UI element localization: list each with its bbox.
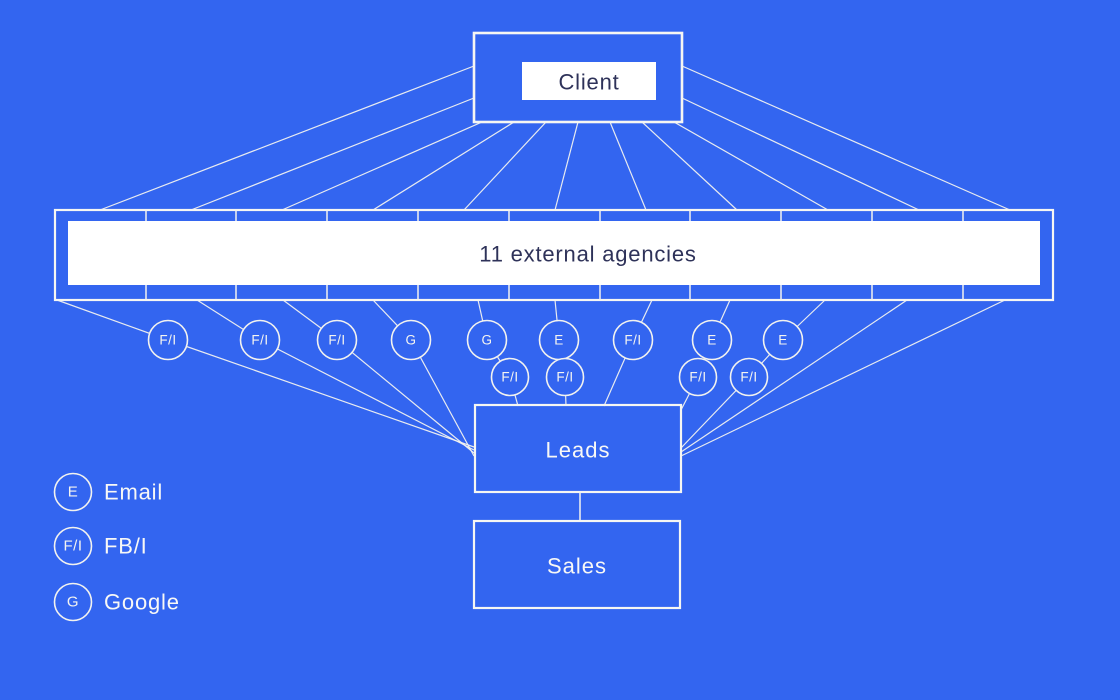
agencies-label: 11 external agencies xyxy=(479,242,696,267)
client-agency-line xyxy=(681,97,920,211)
channel-badge: F/I xyxy=(678,357,718,397)
channel-badge-circle xyxy=(545,357,585,397)
channel-badges: F/I F/I F/I G G E F/I E xyxy=(147,319,804,397)
channel-badge-label: F/I xyxy=(328,333,345,348)
channel-badge-label: F/I xyxy=(501,370,518,385)
legend-label: Email xyxy=(104,480,163,505)
channel-badge-circle xyxy=(678,357,718,397)
agency-leads-line xyxy=(680,299,908,453)
channel-badge-label: E xyxy=(554,333,564,348)
channel-badge-label: E xyxy=(778,333,788,348)
agencies-outer-box xyxy=(53,208,1055,302)
legend-label: FB/I xyxy=(104,534,148,559)
channel-badge: G xyxy=(466,319,508,361)
channel-badge: G xyxy=(390,319,432,361)
legend-item-email: E Email xyxy=(53,472,163,512)
channel-badge: F/I xyxy=(239,319,281,361)
channel-badge-circle xyxy=(390,319,432,361)
channel-badge: F/I xyxy=(612,319,654,361)
channel-badge-circle xyxy=(729,357,769,397)
agency-leads-line xyxy=(372,299,475,457)
legend: E Email F/I FB/I G Google xyxy=(53,472,180,622)
leads-node: Leads xyxy=(473,403,683,494)
channel-badge-circle xyxy=(239,319,281,361)
leads-label: Leads xyxy=(546,438,611,463)
channel-badge-label: F/I xyxy=(251,333,268,348)
channel-badge: F/I xyxy=(316,319,358,361)
channel-badge-label: G xyxy=(481,333,492,348)
channel-badge-label: E xyxy=(707,333,717,348)
google-badge-icon xyxy=(53,582,93,622)
client-agency-line xyxy=(554,121,579,211)
fb-instagram-badge-icon xyxy=(53,526,93,566)
channel-badge-circle xyxy=(691,319,733,361)
sales-node: Sales xyxy=(472,519,682,610)
channel-badge-circle xyxy=(316,319,358,361)
legend-item-google: G Google xyxy=(53,582,180,622)
client-agency-line xyxy=(681,65,1011,211)
agencies-label-band xyxy=(68,221,1040,285)
channel-badge-label: F/I xyxy=(556,370,573,385)
email-badge-icon xyxy=(53,472,93,512)
channel-badge: F/I xyxy=(729,357,769,397)
channel-badge: F/I xyxy=(545,357,585,397)
channel-badge-circle xyxy=(466,319,508,361)
channel-badge-label: G xyxy=(405,333,416,348)
channel-badge: F/I xyxy=(147,319,189,361)
channel-badge: E xyxy=(691,319,733,361)
channel-badge-circle xyxy=(147,319,189,361)
client-box xyxy=(472,31,684,124)
agency-leads-line xyxy=(282,299,475,454)
client-node: Client xyxy=(472,31,684,124)
client-agency-line xyxy=(673,121,829,211)
channel-badge-circle xyxy=(612,319,654,361)
client-agency-line xyxy=(463,121,547,211)
client-label-plate xyxy=(522,62,656,100)
sales-label: Sales xyxy=(547,554,607,579)
legend-label: Google xyxy=(104,590,180,615)
agency-leads-line xyxy=(680,299,1006,457)
agency-leads-line xyxy=(680,299,826,449)
legend-symbol: F/I xyxy=(64,538,83,555)
channel-badge-label: F/I xyxy=(624,333,641,348)
client-agency-line xyxy=(641,121,738,211)
client-agency-line xyxy=(609,121,647,211)
channel-badge: F/I xyxy=(490,357,530,397)
leads-box xyxy=(473,403,683,494)
channel-badge: E xyxy=(538,319,580,361)
client-agency-line xyxy=(190,97,475,211)
client-agency-line xyxy=(281,121,483,211)
legend-symbol: G xyxy=(67,594,79,611)
agency-leads-lines xyxy=(56,299,1006,457)
sales-box xyxy=(472,519,682,610)
client-label: Client xyxy=(558,70,619,95)
channel-badge: E xyxy=(762,319,804,361)
agencies-node: 11 external agencies xyxy=(53,208,1055,302)
channel-badge-circle xyxy=(490,357,530,397)
client-agency-lines xyxy=(99,65,1011,211)
legend-item-fbi: F/I FB/I xyxy=(53,526,148,566)
channel-badge-label: F/I xyxy=(740,370,757,385)
client-agency-line xyxy=(99,65,475,211)
channel-badge-label: F/I xyxy=(159,333,176,348)
channel-badge-label: F/I xyxy=(689,370,706,385)
channel-badge-circle xyxy=(762,319,804,361)
legend-symbol: E xyxy=(68,484,79,501)
client-agency-line xyxy=(372,121,515,211)
